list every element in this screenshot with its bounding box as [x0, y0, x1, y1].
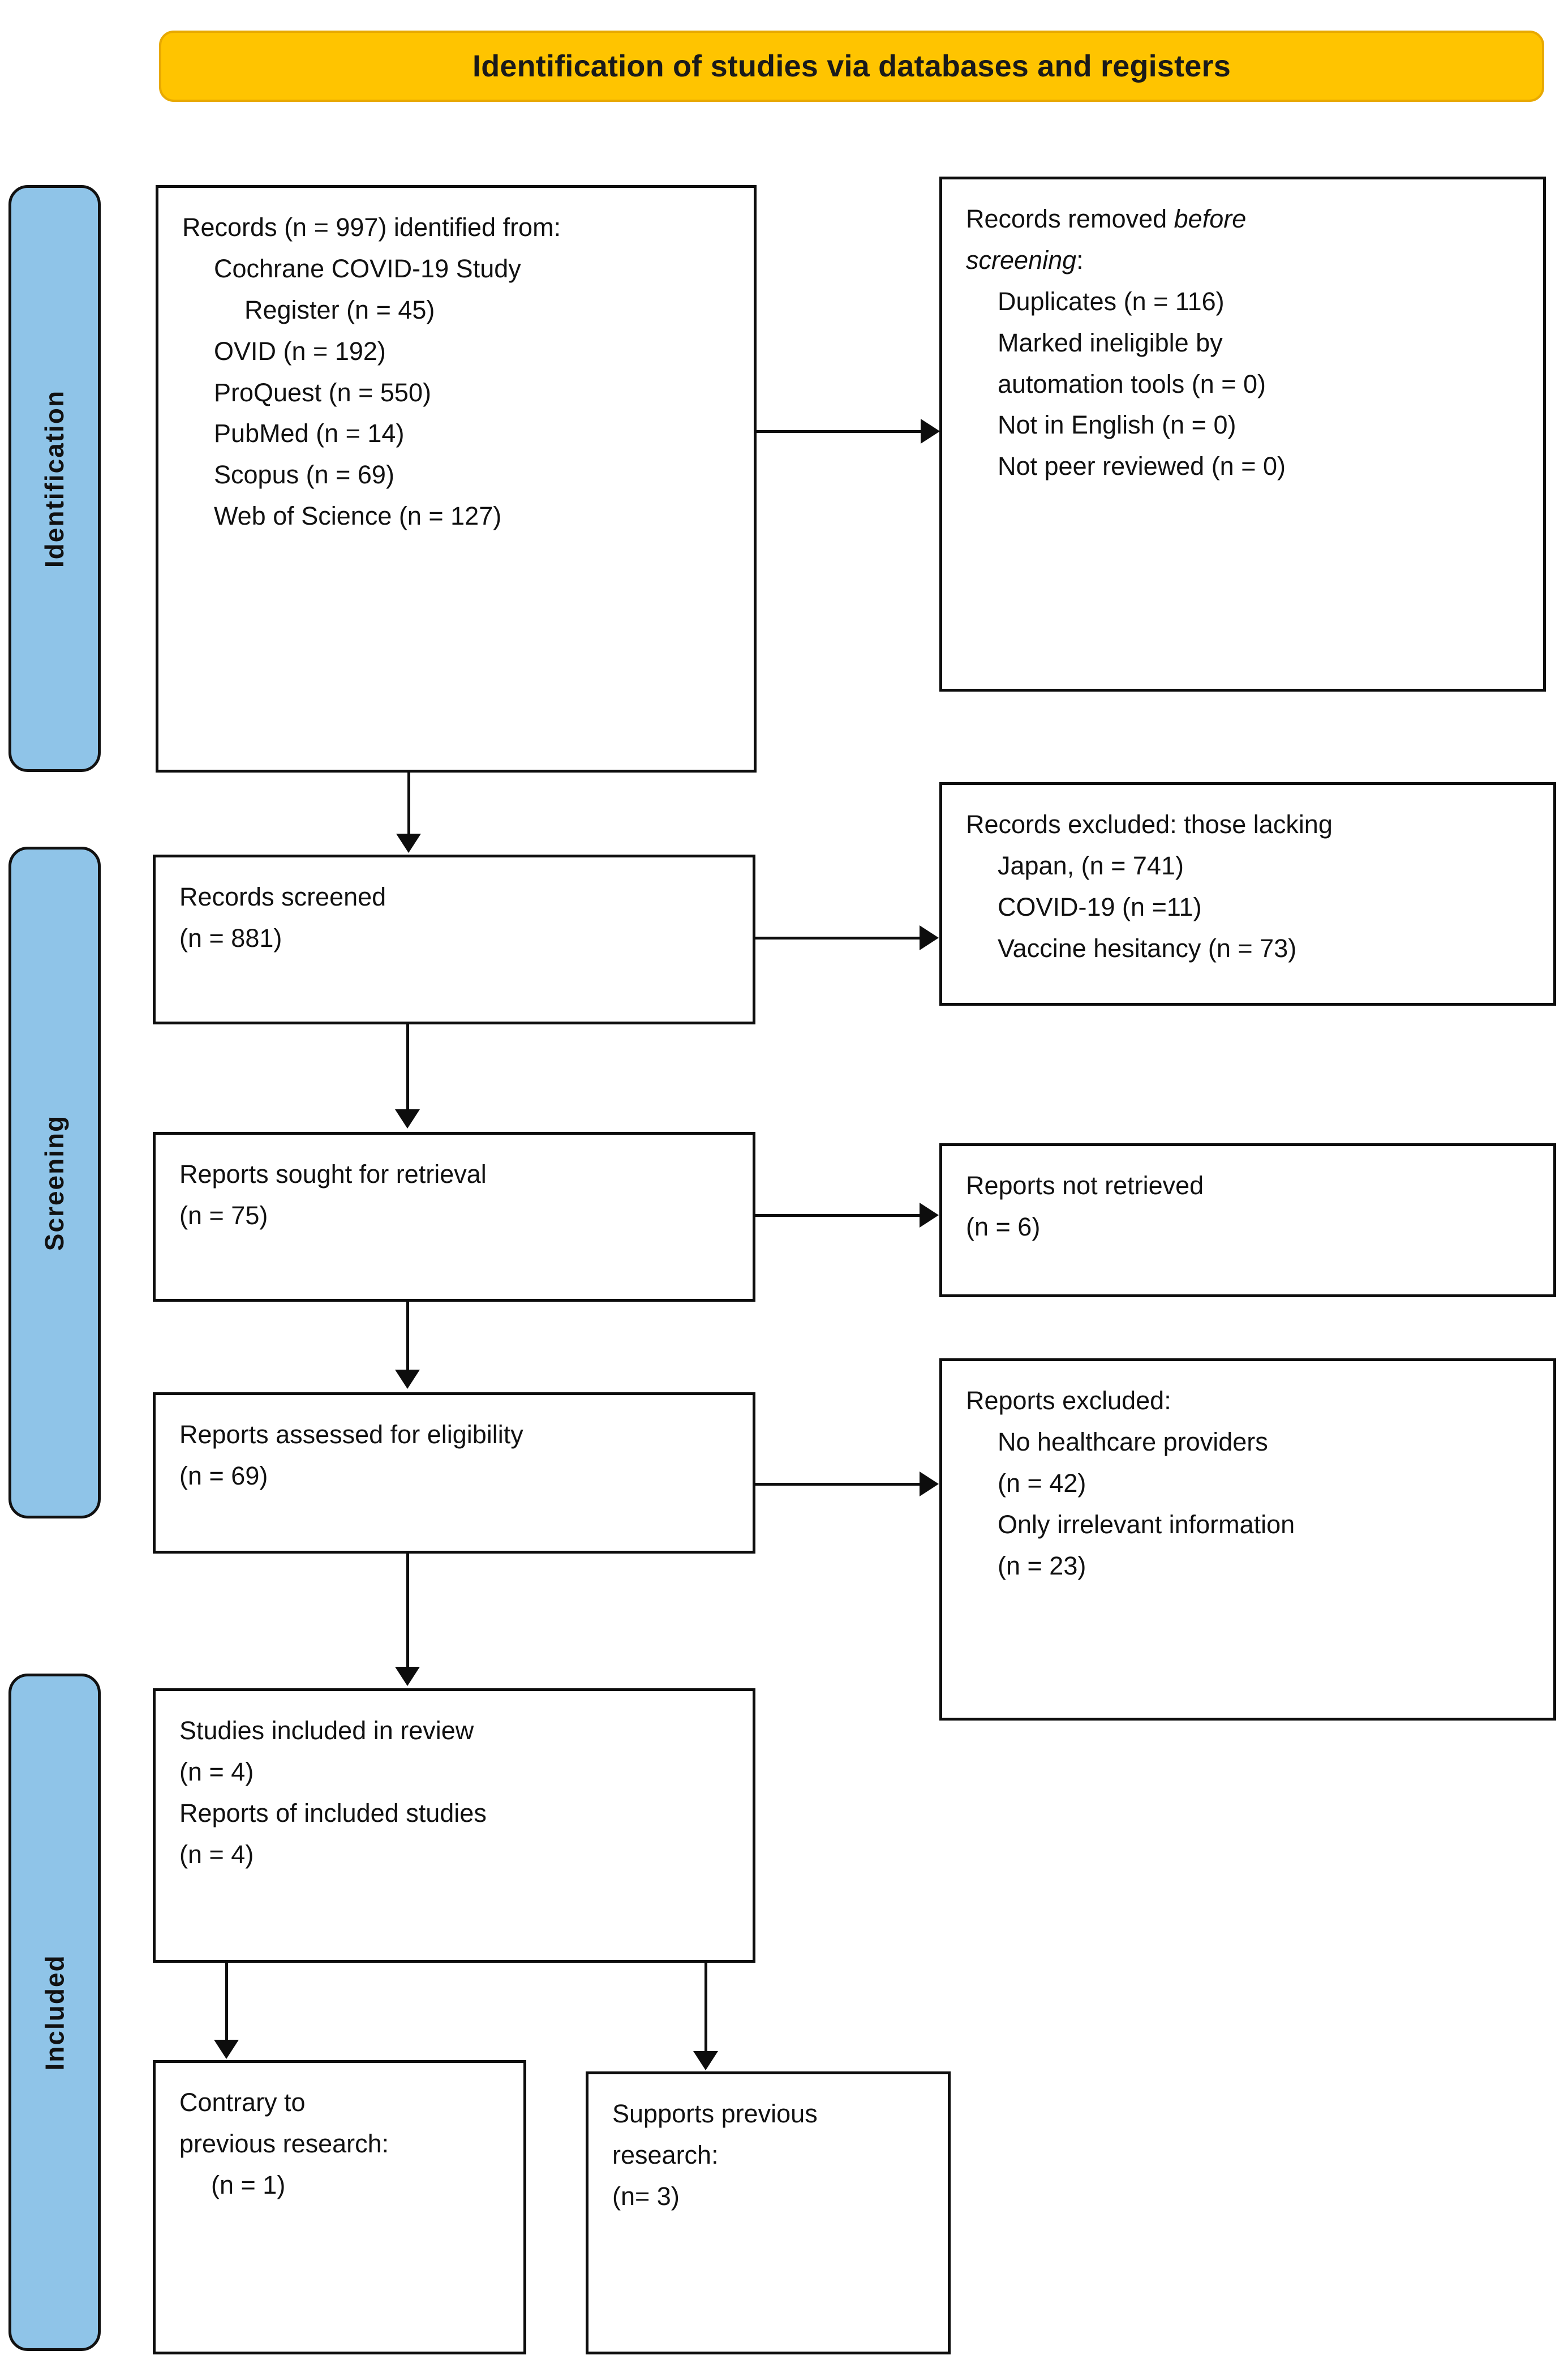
records-identified-line-5: ProQuest (n = 550) — [214, 377, 431, 407]
arrowhead-included-to-contrary — [214, 2040, 239, 2059]
reports-excluded-heading: Reports excluded: — [966, 1386, 1171, 1415]
records-removed-heading-line-1: Records removed before — [966, 204, 1247, 233]
stage-label-screening: Screening — [40, 1114, 70, 1251]
studies-included-count: (n = 4) — [179, 1757, 254, 1786]
records-identified-box: Records (n = 997) identified from: Cochr… — [156, 185, 757, 773]
arrowhead-screened-to-sought — [395, 1109, 420, 1129]
reports-excluded-line-1: No healthcare providers — [998, 1427, 1268, 1456]
records-identified-line-3: Register (n = 45) — [244, 295, 435, 324]
arrowhead-sought-to-assessed — [395, 1370, 420, 1389]
reports-sought-box: Reports sought for retrieval (n = 75) — [153, 1132, 755, 1302]
records-excluded-heading: Records excluded: those lacking — [966, 810, 1333, 839]
contrary-research-box: Contrary to previous research: (n = 1) — [153, 2060, 526, 2354]
records-excluded-line-2: COVID-19 (n =11) — [998, 892, 1202, 921]
stage-rail-included: Included — [8, 1674, 101, 2351]
studies-included-box: Studies included in review (n = 4) Repor… — [153, 1688, 755, 1963]
arrowhead-assessed-to-included — [395, 1667, 420, 1686]
contrary-research-line-2: previous research: — [179, 2129, 389, 2158]
connector-included-to-contrary — [225, 1963, 228, 2041]
records-identified-line-4: OVID (n = 192) — [214, 336, 386, 366]
connector-assessed-to-excluded — [755, 1483, 920, 1486]
stage-rail-screening: Screening — [8, 847, 101, 1518]
records-identified-line-8: Web of Science (n = 127) — [214, 501, 502, 531]
diagram-title-banner: Identification of studies via databases … — [159, 31, 1544, 102]
reports-sought-count: (n = 75) — [179, 1200, 268, 1230]
records-screened-count: (n = 881) — [179, 923, 282, 953]
records-identified-line-2: Cochrane COVID-19 Study — [214, 254, 521, 283]
studies-included-label: Studies included in review — [179, 1716, 474, 1745]
records-identified-line-1: Records (n = 997) identified from: — [182, 213, 561, 242]
connector-identified-to-removed — [757, 430, 921, 433]
connector-sought-to-not-retrieved — [755, 1214, 920, 1217]
records-removed-line-5: Not peer reviewed (n = 0) — [998, 452, 1286, 481]
records-identified-line-6: PubMed (n = 14) — [214, 419, 405, 448]
records-excluded-box: Records excluded: those lacking Japan, (… — [939, 782, 1556, 1006]
records-removed-line-2: Marked ineligible by — [998, 328, 1223, 357]
reports-assessed-box: Reports assessed for eligibility (n = 69… — [153, 1392, 755, 1554]
arrowhead-identified-to-removed — [921, 419, 940, 444]
connector-sought-to-assessed — [406, 1302, 409, 1371]
arrowhead-screened-to-excluded — [920, 925, 939, 950]
connector-screened-to-excluded — [755, 937, 920, 940]
reports-excluded-count-1: (n = 42) — [998, 1468, 1086, 1498]
records-removed-heading-line-2: screening: — [966, 245, 1084, 274]
reports-not-retrieved-label: Reports not retrieved — [966, 1171, 1204, 1200]
records-screened-label: Records screened — [179, 882, 386, 911]
connector-included-to-supports — [704, 1963, 707, 2052]
arrowhead-included-to-supports — [693, 2051, 718, 2070]
records-removed-line-1: Duplicates (n = 116) — [998, 286, 1225, 316]
stage-label-included: Included — [40, 1954, 70, 2071]
reports-included-count: (n = 4) — [179, 1839, 254, 1869]
arrowhead-sought-to-not-retrieved — [920, 1203, 939, 1228]
arrowhead-assessed-to-excluded — [920, 1472, 939, 1496]
records-excluded-line-1: Japan, (n = 741) — [998, 851, 1184, 880]
reports-excluded-count-2: (n = 23) — [998, 1551, 1086, 1580]
supports-research-line-2: research: — [612, 2140, 719, 2169]
reports-assessed-count: (n = 69) — [179, 1461, 268, 1490]
stage-rail-identification: Identification — [8, 185, 101, 772]
reports-not-retrieved-box: Reports not retrieved (n = 6) — [939, 1143, 1556, 1297]
reports-not-retrieved-count: (n = 6) — [966, 1212, 1041, 1241]
supports-research-line-1: Supports previous — [612, 2099, 818, 2128]
contrary-research-line-1: Contrary to — [179, 2088, 306, 2117]
contrary-research-count: (n = 1) — [211, 2170, 286, 2199]
records-identified-line-7: Scopus (n = 69) — [214, 460, 394, 490]
supports-research-count: (n= 3) — [612, 2181, 680, 2211]
records-removed-line-4: Not in English (n = 0) — [998, 410, 1236, 440]
arrowhead-identified-to-screened — [396, 834, 421, 853]
supports-research-box: Supports previous research: (n= 3) — [586, 2071, 951, 2354]
connector-screened-to-sought — [406, 1024, 409, 1110]
reports-sought-label: Reports sought for retrieval — [179, 1160, 487, 1189]
stage-label-identification: Identification — [40, 389, 70, 568]
records-excluded-line-3: Vaccine hesitancy (n = 73) — [998, 933, 1297, 963]
reports-assessed-label: Reports assessed for eligibility — [179, 1420, 523, 1449]
records-screened-box: Records screened (n = 881) — [153, 855, 755, 1024]
reports-included-label: Reports of included studies — [179, 1798, 487, 1828]
diagram-title: Identification of studies via databases … — [472, 49, 1231, 83]
records-removed-box: Records removed before screening: Duplic… — [939, 177, 1546, 692]
connector-identified-to-screened — [407, 773, 410, 835]
reports-excluded-line-2: Only irrelevant information — [998, 1509, 1295, 1539]
connector-assessed-to-included — [406, 1554, 409, 1668]
records-removed-line-3: automation tools (n = 0) — [998, 369, 1266, 398]
reports-excluded-box: Reports excluded: No healthcare provider… — [939, 1358, 1556, 1721]
